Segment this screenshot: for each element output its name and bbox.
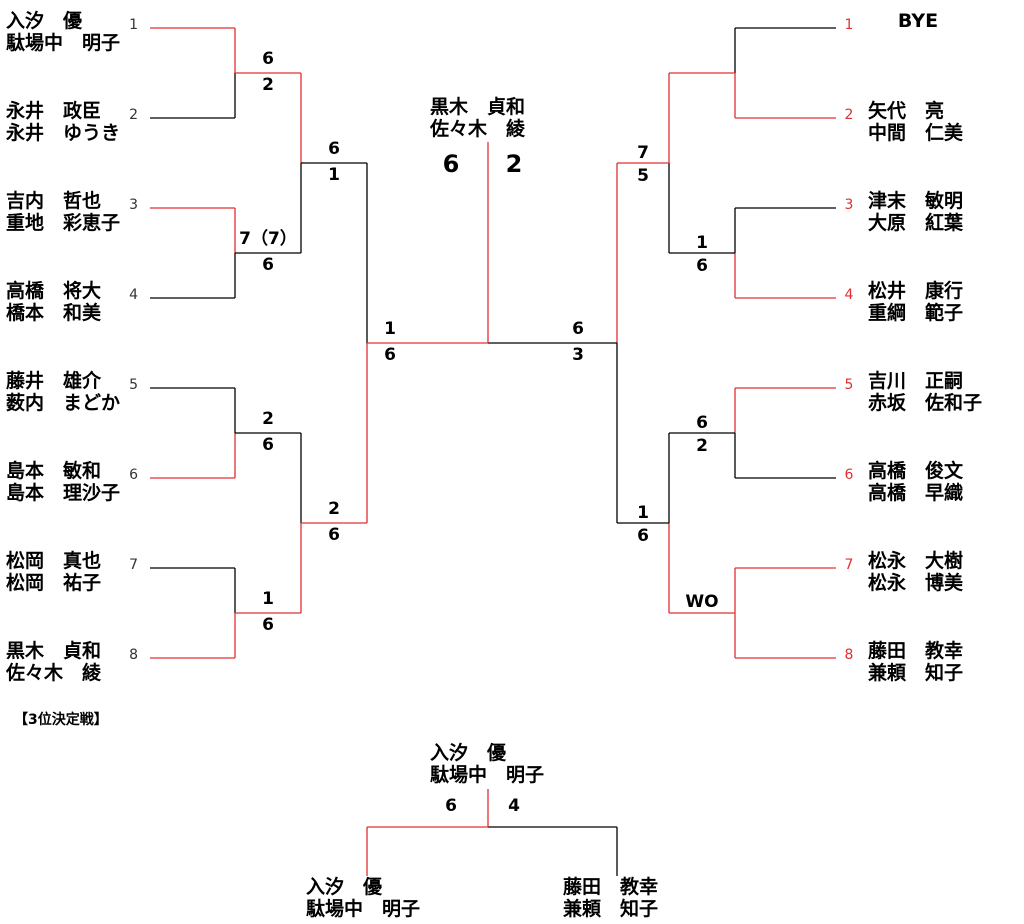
right-score-bottom: 5 xyxy=(637,166,649,186)
left-r2-score-top: 6 xyxy=(328,139,340,159)
right-player-name2: 兼頼 知子 xyxy=(868,661,963,684)
right-sf-score-bottom: 3 xyxy=(572,345,584,365)
third-winner-name1: 入汐 優 xyxy=(430,741,507,764)
left-player-name1: 松岡 真也 xyxy=(6,549,101,572)
right-player-name1: 藤田 教幸 xyxy=(868,639,963,662)
left-player-name2: 永井 ゆうき xyxy=(5,121,120,144)
right-player-name1: 津末 敏明 xyxy=(868,189,963,212)
third-left-name2: 駄場中 明子 xyxy=(306,897,420,920)
right-bye-label: BYE xyxy=(898,10,938,32)
left-r1-score-top: 7（7） xyxy=(239,228,297,249)
left-seed-number: 3 xyxy=(129,197,138,213)
left-r1-score-top: 6 xyxy=(262,49,274,69)
left-player-name2: 島本 理沙子 xyxy=(6,481,120,504)
third-score-right: 4 xyxy=(508,796,520,816)
left-seed-number: 1 xyxy=(129,17,138,33)
left-player-name1: 入汐 優 xyxy=(6,9,83,32)
left-sf-score-bottom: 6 xyxy=(384,345,396,365)
right-score-bottom: 2 xyxy=(696,436,708,456)
left-player-name1: 吉内 哲也 xyxy=(6,189,101,212)
left-player-name1: 黒木 貞和 xyxy=(6,639,101,662)
left-seed-number: 8 xyxy=(129,647,138,663)
right-player-name1: 吉川 正嗣 xyxy=(868,369,963,392)
right-player-name2: 中間 仁美 xyxy=(868,121,964,144)
final-score-left: 6 xyxy=(443,150,460,178)
left-player-name1: 藤井 雄介 xyxy=(6,369,102,392)
right-score-top: 7 xyxy=(637,143,649,163)
right-seed-number: 8 xyxy=(845,647,854,663)
left-seed-number: 5 xyxy=(129,377,138,393)
right-seed-number: 2 xyxy=(845,107,854,123)
left-seed-number: 7 xyxy=(129,557,138,573)
left-player-name1: 高橋 将大 xyxy=(6,279,101,302)
left-player-name2: 駄場中 明子 xyxy=(6,31,120,54)
left-r1-score-top: 1 xyxy=(262,589,274,609)
right-seed-number: 4 xyxy=(845,287,854,303)
left-r2-score-bottom: 6 xyxy=(328,525,340,545)
left-r1-score-bottom: 6 xyxy=(262,255,274,275)
right-r2-score-top: 1 xyxy=(637,503,649,523)
right-r2-score-bottom: 6 xyxy=(637,526,649,546)
right-sf-score-top: 6 xyxy=(572,319,584,339)
right-seed-number: 3 xyxy=(845,197,854,213)
right-seed-number: 6 xyxy=(845,467,854,483)
right-wo-label: WO xyxy=(685,592,718,612)
right-player-name2: 大原 紅葉 xyxy=(868,211,964,234)
left-r1-score-top: 2 xyxy=(262,409,274,429)
right-player-name1: 矢代 亮 xyxy=(868,99,944,122)
right-player-name1: 松井 康行 xyxy=(868,279,963,302)
third-left-name1: 入汐 優 xyxy=(306,875,383,898)
left-seed-number: 4 xyxy=(129,287,138,303)
left-sf-score-top: 1 xyxy=(384,319,396,339)
right-seed-number: 1 xyxy=(845,17,854,33)
right-score-top: 1 xyxy=(696,233,708,253)
third-place-title: 【3位決定戦】 xyxy=(14,711,108,728)
left-player-name1: 永井 政臣 xyxy=(5,99,101,122)
champion-name2: 佐々木 綾 xyxy=(429,117,526,140)
left-player-name2: 重地 彩恵子 xyxy=(6,211,120,234)
right-player-name1: 高橋 俊文 xyxy=(868,459,964,482)
right-player-name2: 重綱 範子 xyxy=(868,301,963,324)
right-score-bottom: 6 xyxy=(696,256,708,276)
left-r2-score-top: 2 xyxy=(328,499,340,519)
right-player-name2: 松永 博美 xyxy=(868,571,964,594)
bracket-lines xyxy=(150,27,836,876)
left-seed-number: 6 xyxy=(129,467,138,483)
right-score-top: 6 xyxy=(696,413,708,433)
third-right-name2: 兼頼 知子 xyxy=(563,897,658,920)
right-seed-number: 5 xyxy=(845,377,854,393)
left-r1-score-bottom: 6 xyxy=(262,615,274,635)
right-player-name2: 高橋 早織 xyxy=(868,481,963,504)
left-player-name2: 橋本 和美 xyxy=(6,301,102,324)
third-score-left: 6 xyxy=(445,796,457,816)
left-seed-number: 2 xyxy=(129,107,138,123)
final-score-right: 2 xyxy=(506,150,523,178)
left-player-name2: 薮内 まどか xyxy=(6,391,120,414)
left-r1-score-bottom: 6 xyxy=(262,435,274,455)
left-player-name2: 松岡 祐子 xyxy=(6,571,101,594)
left-player-name1: 島本 敏和 xyxy=(6,459,101,482)
champion-name1: 黒木 貞和 xyxy=(430,95,525,118)
left-r1-score-bottom: 2 xyxy=(262,75,274,95)
right-seed-number: 7 xyxy=(845,557,854,573)
right-player-name1: 松永 大樹 xyxy=(868,549,963,572)
third-winner-name2: 駄場中 明子 xyxy=(430,763,544,786)
left-r2-score-bottom: 1 xyxy=(328,165,340,185)
left-player-name2: 佐々木 綾 xyxy=(5,661,102,684)
right-player-name2: 赤坂 佐和子 xyxy=(868,391,982,414)
third-right-name1: 藤田 教幸 xyxy=(563,875,658,898)
